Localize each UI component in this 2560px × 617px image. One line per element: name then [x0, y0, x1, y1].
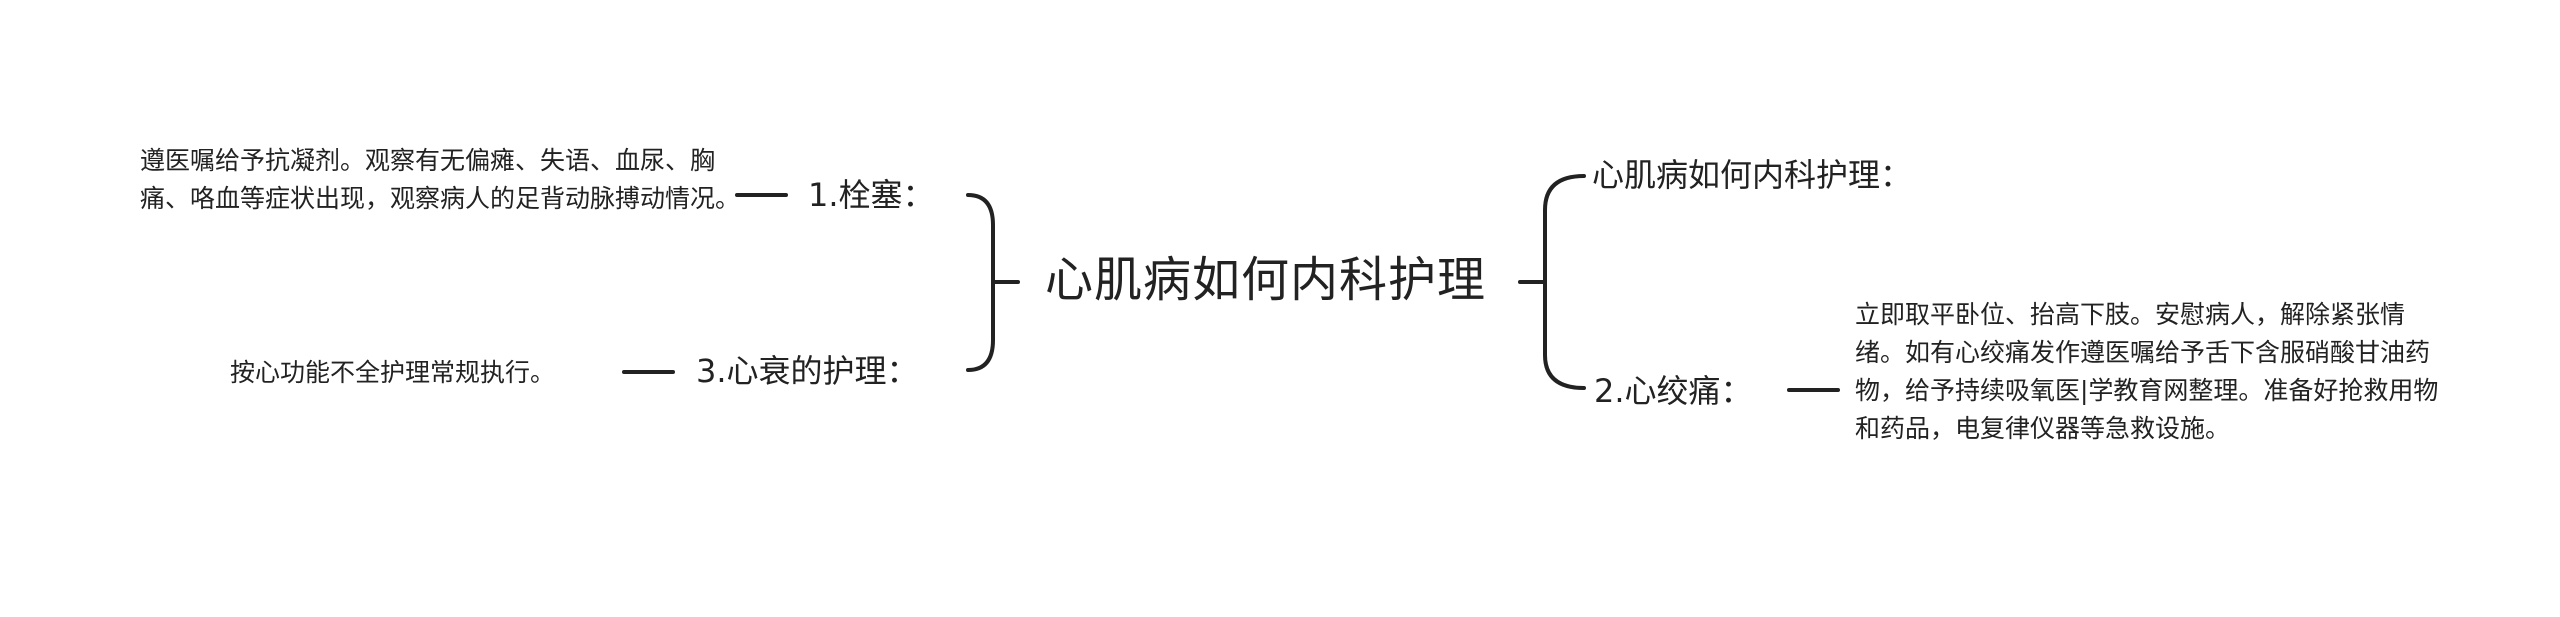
leaf-angina-detail[interactable]: 立即取平卧位、抬高下肢。安慰病人，解除紧张情绪。如有心绞痛发作遵医嘱给予舌下含服…	[1855, 300, 2439, 443]
right-brace	[1543, 174, 1586, 390]
branch-heart-failure[interactable]: 3.心衰的护理：	[696, 352, 919, 390]
branch-angina[interactable]: 2.心绞痛：	[1594, 372, 1753, 410]
branch-embolism[interactable]: 1.栓塞：	[808, 176, 935, 214]
center-topic[interactable]: 心肌病如何内科护理	[1045, 252, 1487, 308]
left-brace	[966, 193, 995, 372]
leaf-heart-failure-detail[interactable]: 按心功能不全护理常规执行。	[230, 358, 556, 387]
branch-cardiomyopathy-care[interactable]: 心肌病如何内科护理：	[1592, 156, 1913, 194]
leaf-embolism-detail[interactable]: 遵医嘱给予抗凝剂。观察有无偏瘫、失语、血尿、胸痛、咯血等症状出现，观察病人的足背…	[140, 146, 741, 213]
